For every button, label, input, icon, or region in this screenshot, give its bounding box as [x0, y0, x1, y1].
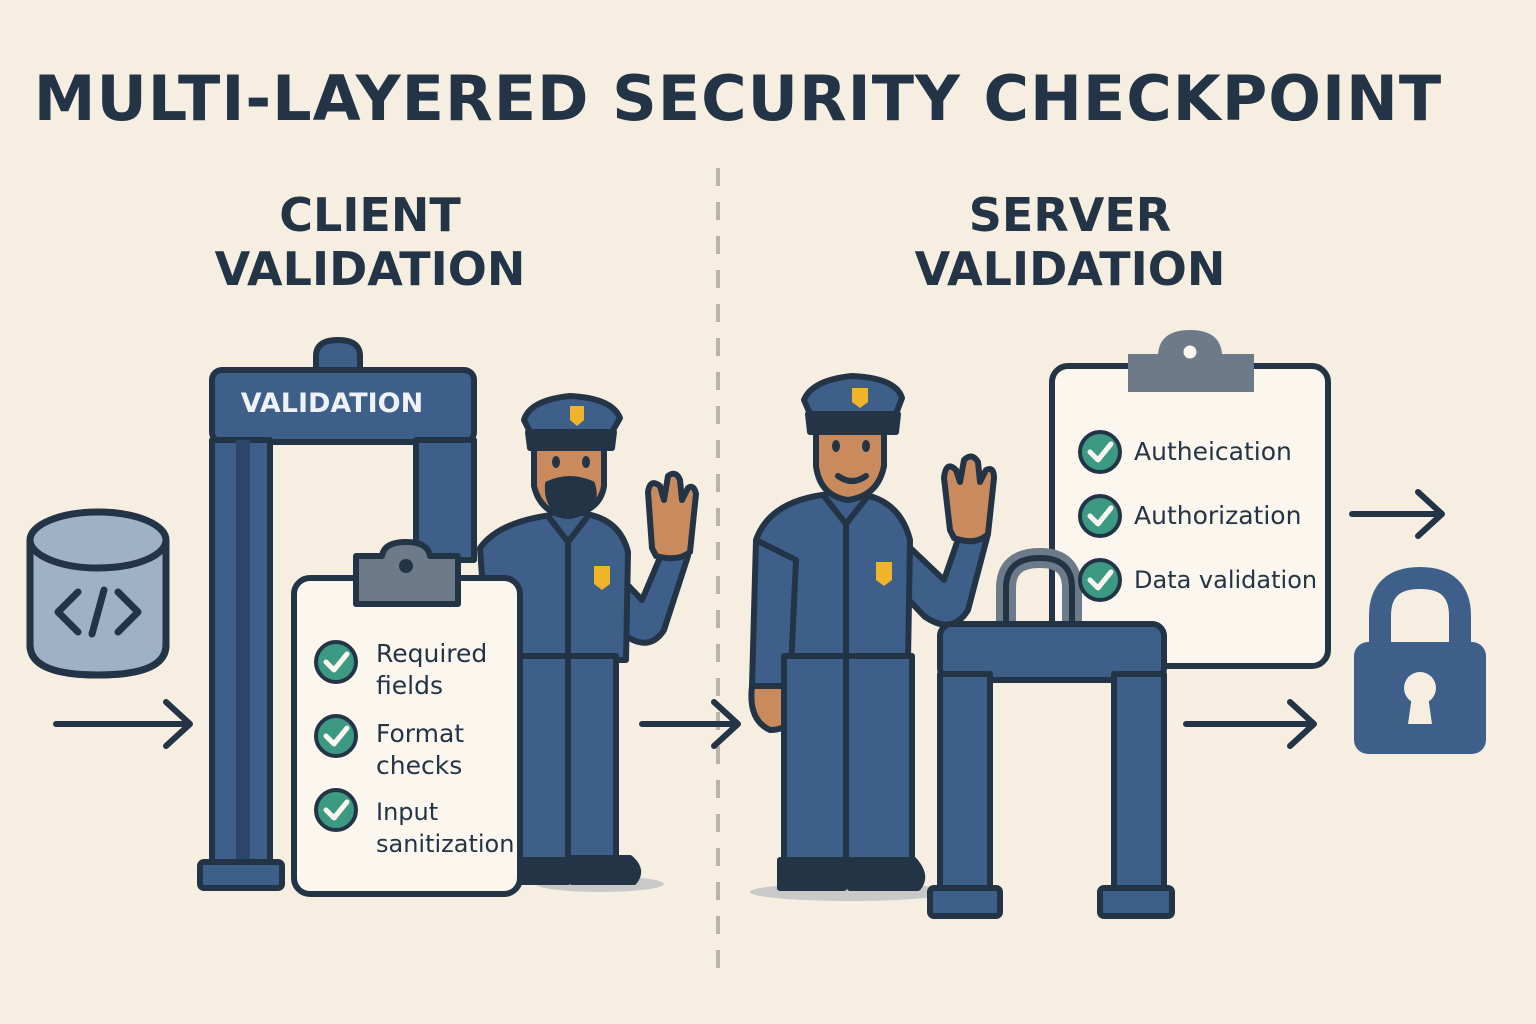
security-guard-icon — [748, 373, 997, 901]
server-validation-heading: SERVER VALIDATION — [900, 188, 1240, 296]
check-label-line2: checks — [376, 751, 463, 780]
client-check-input-sanitization: Input sanitization — [376, 796, 514, 860]
server-check-authentication: Autheication — [1134, 437, 1292, 466]
check-circle-icon — [314, 640, 358, 684]
metal-detector-gate-icon — [197, 337, 477, 891]
check-label-line1: Input — [376, 798, 439, 826]
check-circle-icon — [1078, 558, 1122, 602]
client-heading-line1: CLIENT — [279, 188, 461, 242]
clipboard-icon — [1049, 330, 1331, 669]
check-label-line2: fields — [376, 671, 443, 700]
server-heading-line2: VALIDATION — [914, 242, 1226, 296]
check-circle-icon — [1078, 494, 1122, 538]
check-circle-icon — [314, 788, 358, 832]
metal-detector-gate-icon — [927, 548, 1175, 919]
gate-label: VALIDATION — [240, 388, 424, 419]
client-validation-heading: CLIENT VALIDATION — [200, 188, 540, 296]
server-check-data-validation: Data validation — [1134, 566, 1318, 594]
page-title: MULTI-LAYERED SECURITY CHECKPOINT — [33, 62, 1443, 135]
arrow-right-icon — [1183, 699, 1317, 749]
padlock-icon — [1354, 566, 1486, 754]
check-label-line2: sanitization — [376, 830, 515, 858]
check-label-line1: Format — [376, 719, 465, 748]
check-circle-icon — [314, 714, 358, 758]
client-heading-line2: VALIDATION — [214, 242, 526, 296]
check-label-line1: Required — [376, 639, 488, 668]
arrow-right-icon — [53, 699, 193, 749]
client-check-format-checks: Format checks — [376, 718, 464, 782]
arrow-right-icon — [639, 699, 741, 749]
server-heading-line1: SERVER — [968, 188, 1172, 242]
check-circle-icon — [1078, 430, 1122, 474]
code-database-icon — [26, 508, 170, 679]
arrow-right-icon — [1349, 489, 1445, 539]
client-check-required-fields: Required fields — [376, 638, 487, 702]
server-check-authorization: Authorization — [1134, 501, 1302, 530]
